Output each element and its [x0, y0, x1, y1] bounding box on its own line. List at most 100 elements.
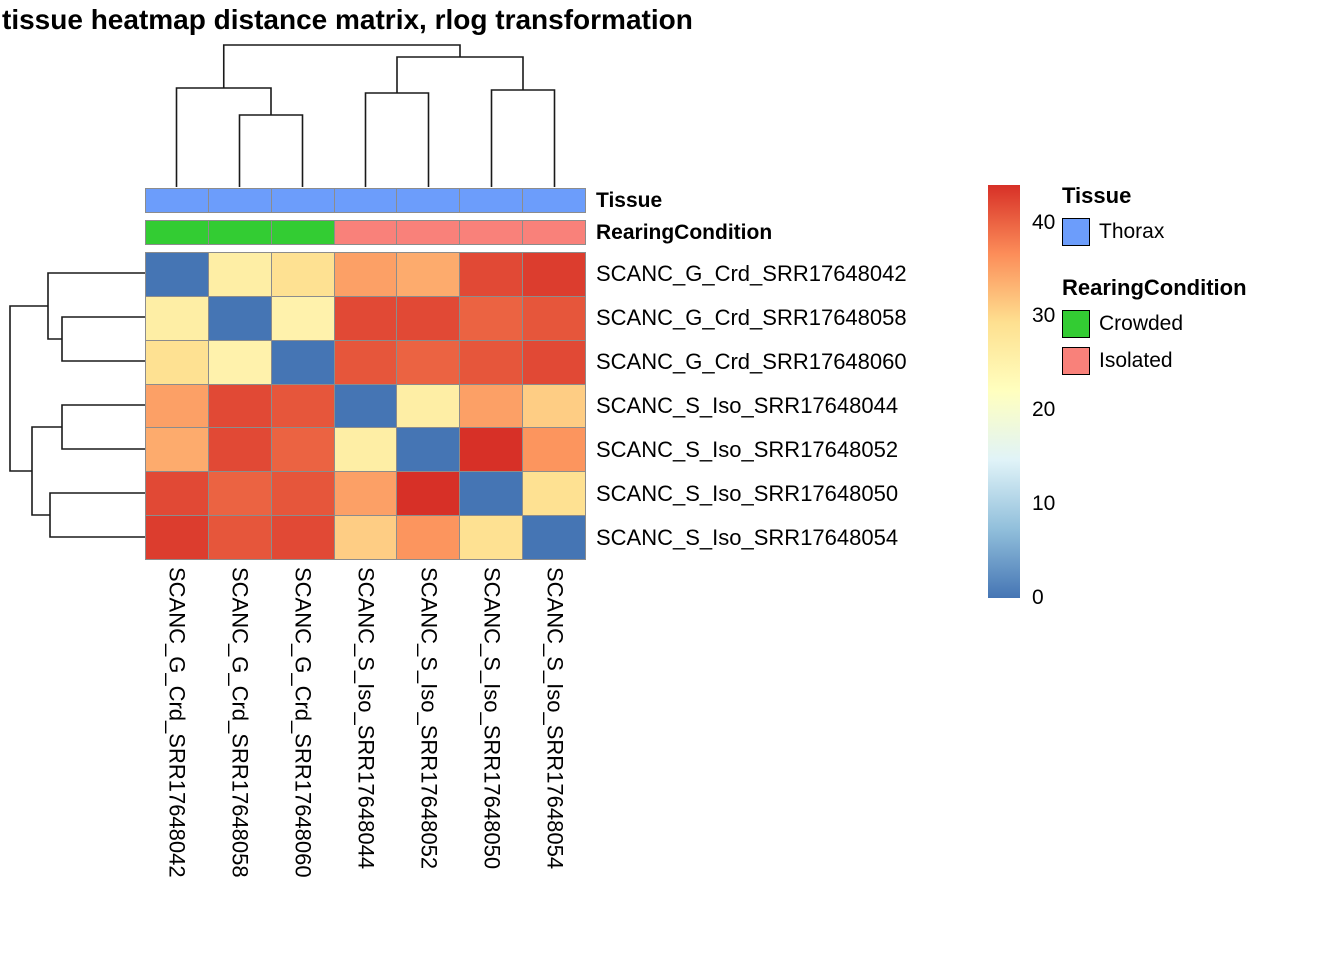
heatmap-cell [146, 384, 208, 428]
heatmap-cell [146, 472, 208, 516]
heatmap-cell [397, 472, 460, 516]
heatmap-cell [271, 296, 334, 340]
heatmap-cell [146, 296, 208, 340]
column-label: SCANC_S_Iso_SRR17648052 [416, 567, 442, 870]
annotation-cell-crowded [146, 221, 208, 244]
column-label: SCANC_S_Iso_SRR17648054 [542, 567, 568, 870]
annotation-cell-thorax [334, 189, 397, 212]
heatmap-cell [397, 340, 460, 384]
legend-label-thorax: Thorax [1099, 220, 1165, 243]
crowded-color-swatch [1062, 310, 1090, 338]
row-label: SCANC_S_Iso_SRR17648052 [596, 437, 899, 462]
column-label: SCANC_S_Iso_SRR17648044 [353, 567, 379, 870]
heatmap-cell [271, 340, 334, 384]
heatmap-cell [271, 253, 334, 296]
heatmap-cell [146, 253, 208, 296]
thorax-color-swatch [1062, 218, 1090, 246]
heatmap-cell [397, 253, 460, 296]
annotation-cell-isolated [397, 221, 460, 244]
heatmap-cell [208, 340, 271, 384]
row-dendrogram [9, 272, 145, 538]
heatmap-cell [146, 340, 208, 384]
heatmap-cell [460, 516, 523, 559]
row-label: SCANC_S_Iso_SRR17648054 [596, 525, 899, 550]
row-label: SCANC_S_Iso_SRR17648050 [596, 481, 899, 506]
row-label: SCANC_G_Crd_SRR17648042 [596, 261, 907, 286]
heatmap-cell [523, 428, 585, 472]
row-label: SCANC_G_Crd_SRR17648060 [596, 349, 907, 374]
column-labels: SCANC_G_Crd_SRR17648042 SCANC_G_Crd_SRR17… [145, 567, 586, 878]
tissue-annotation-label: Tissue [596, 189, 663, 212]
colorbar [988, 185, 1020, 598]
legend-item-crowded: Crowded [1062, 310, 1342, 338]
heatmap-cell [460, 472, 523, 516]
heatmap-cell [523, 296, 585, 340]
column-dendrogram [175, 44, 556, 187]
colorbar-tick-label: 0 [1032, 586, 1044, 609]
heatmap-cell [208, 253, 271, 296]
heatmap-cell [523, 384, 585, 428]
heatmap-cell [271, 428, 334, 472]
heatmap-cell [523, 340, 585, 384]
chart-title: tissue heatmap distance matrix, rlog tra… [2, 4, 693, 35]
annotation-cell-isolated [523, 221, 585, 244]
annotation-cell-thorax [146, 189, 208, 212]
annotation-cell-crowded [271, 221, 334, 244]
heatmap-cell [397, 296, 460, 340]
column-label: SCANC_G_Crd_SRR17648058 [227, 567, 253, 878]
legend-label-isolated: Isolated [1099, 349, 1173, 372]
heatmap-cell [208, 516, 271, 559]
heatmap-cell [271, 516, 334, 559]
heatmap-cell [523, 253, 585, 296]
column-label: SCANC_G_Crd_SRR17648042 [164, 567, 190, 878]
legend: Tissue Thorax RearingCondition Crowded I… [1062, 183, 1342, 384]
row-label: SCANC_G_Crd_SRR17648058 [596, 305, 907, 330]
heatmap-cell [271, 384, 334, 428]
tissue-annotation-bar [145, 188, 586, 213]
heatmap-cell [460, 340, 523, 384]
heatmap-cell [460, 428, 523, 472]
column-label: SCANC_S_Iso_SRR17648050 [479, 567, 505, 870]
heatmap-cell [271, 472, 334, 516]
legend-spacer [1062, 255, 1342, 275]
heatmap-cell [334, 296, 397, 340]
heatmap-cell [334, 516, 397, 559]
heatmap-cell [460, 296, 523, 340]
colorbar-tick-label: 40 [1032, 210, 1056, 234]
heatmap-cell [460, 384, 523, 428]
heatmap-cell [523, 516, 585, 559]
heatmap-cell [397, 384, 460, 428]
rearingcondition-annotation-label: RearingCondition [596, 221, 773, 244]
heatmap-cell [208, 472, 271, 516]
legend-rearingcondition-title: RearingCondition [1062, 275, 1247, 300]
annotation-cell-crowded [208, 221, 271, 244]
heatmap-cell [334, 472, 397, 516]
annotation-cell-isolated [334, 221, 397, 244]
heatmap-cell [146, 516, 208, 559]
rearingcondition-annotation-bar [145, 220, 586, 245]
heatmap-cell [523, 472, 585, 516]
heatmap-cell [208, 296, 271, 340]
legend-item-isolated: Isolated [1062, 347, 1342, 375]
heatmap-cell [334, 253, 397, 296]
heatmap-cell [208, 428, 271, 472]
colorbar-tick-label: 30 [1032, 304, 1056, 328]
annotation-cell-thorax [397, 189, 460, 212]
annotation-cell-thorax [271, 189, 334, 212]
legend-tissue-title: Tissue [1062, 183, 1132, 208]
heatmap-grid [145, 252, 586, 560]
row-label: SCANC_S_Iso_SRR17648044 [596, 393, 899, 418]
legend-label-crowded: Crowded [1099, 312, 1184, 335]
heatmap-cell [397, 516, 460, 559]
heatmap-cell [397, 428, 460, 472]
annotation-cell-thorax [460, 189, 523, 212]
colorbar-tick-label: 20 [1032, 398, 1056, 422]
annotation-cell-isolated [460, 221, 523, 244]
heatmap-cell [460, 253, 523, 296]
heatmap-cell [208, 384, 271, 428]
heatmap-cell [146, 428, 208, 472]
heatmap-cell [334, 340, 397, 384]
